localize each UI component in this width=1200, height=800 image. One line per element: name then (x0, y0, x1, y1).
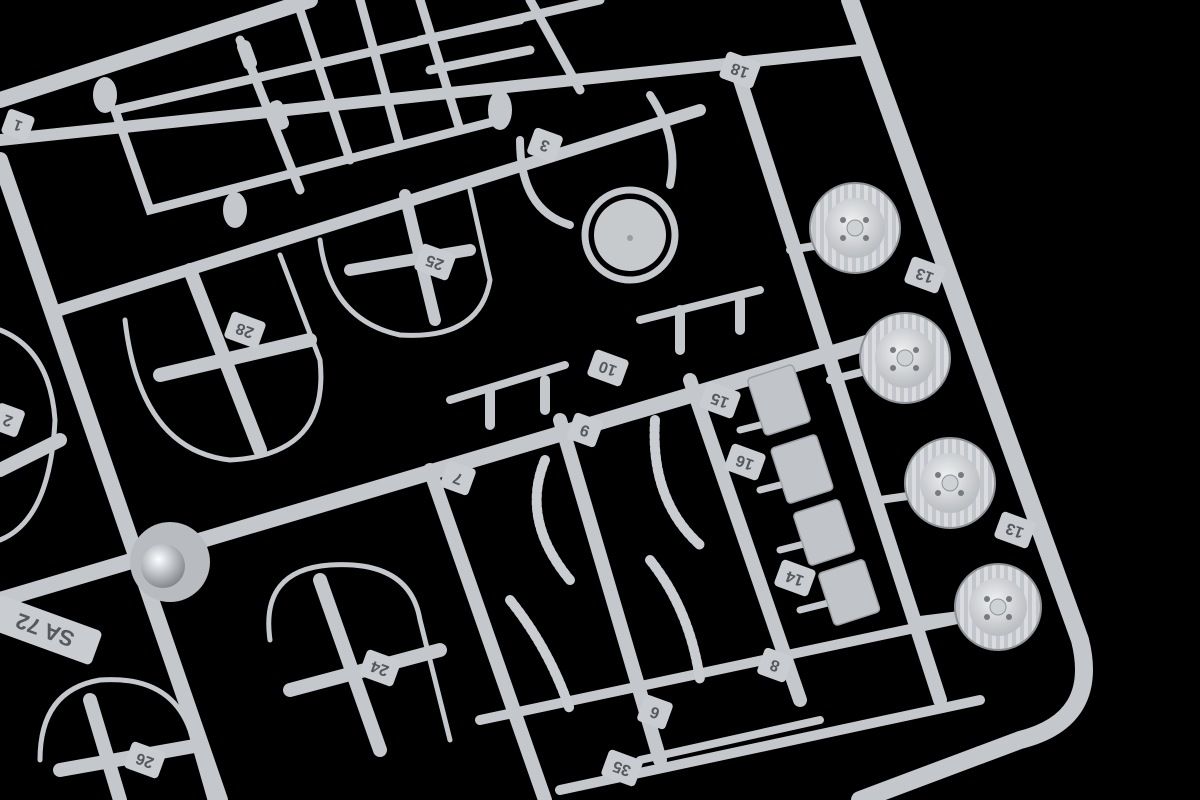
tag-14: 14 (784, 567, 807, 589)
tag-26: 26 (134, 749, 157, 771)
tag-25: 25 (424, 251, 447, 273)
tag-35: 35 (611, 757, 634, 779)
wheels (809, 182, 1042, 651)
flat-plates (747, 364, 881, 626)
horseshoe-parts (0, 187, 493, 800)
ladder-gates (93, 40, 512, 228)
tag-28: 28 (234, 319, 257, 341)
tag-13a: 13 (914, 264, 937, 286)
disc-part (581, 186, 679, 284)
tag-18: 18 (729, 59, 752, 81)
tag-10: 10 (597, 357, 620, 379)
wheel-3 (904, 437, 996, 529)
tag-15: 15 (709, 389, 732, 411)
axle-brackets (446, 286, 764, 430)
number-tags: 1 3 18 25 28 13 13 10 (0, 51, 1036, 787)
sprue-gate (130, 522, 210, 602)
wheel-2 (859, 312, 951, 404)
bracket-3 (516, 91, 677, 229)
leaf-springs (505, 415, 705, 715)
wheel-4 (954, 563, 1042, 651)
tag-24: 24 (369, 657, 392, 679)
tag-13b: 13 (1004, 519, 1027, 541)
wheel-1 (809, 182, 901, 274)
ladder-chassis (110, 0, 605, 216)
tag-16: 16 (734, 451, 757, 473)
